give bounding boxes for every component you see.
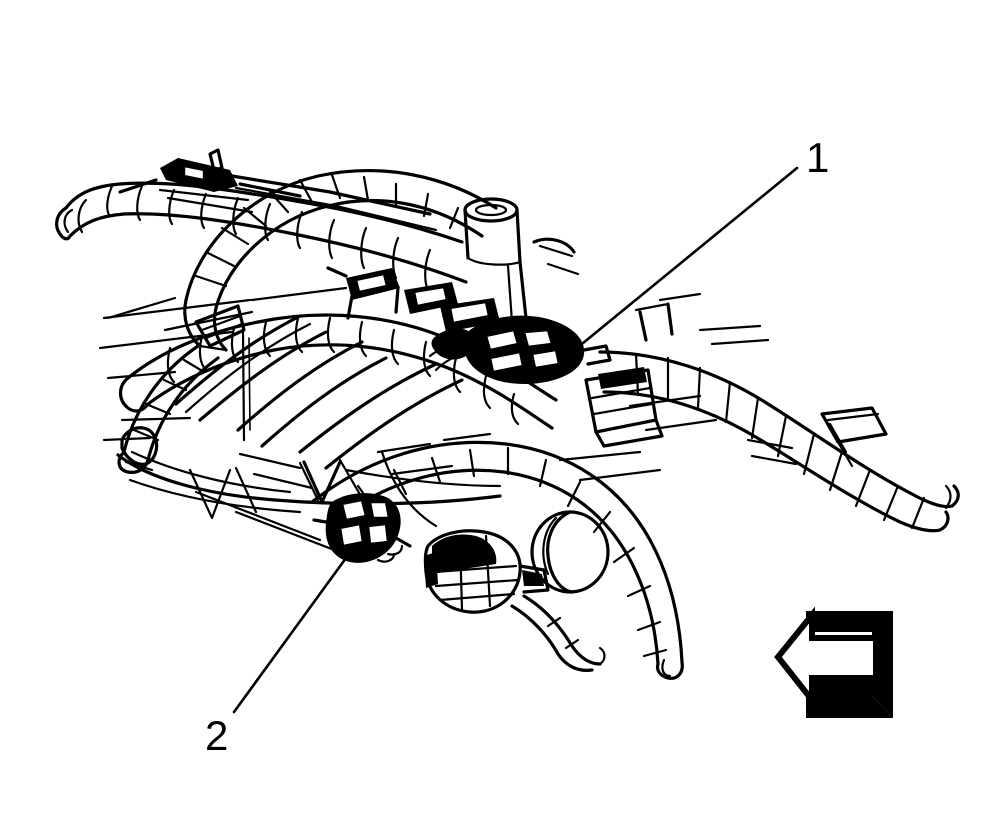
callout-2-label: 2	[205, 712, 228, 759]
mounting-stud	[463, 197, 528, 324]
corrugated-conduit-upper-left	[55, 181, 468, 292]
corrugated-conduit-right	[598, 350, 960, 533]
branch-tubes-left	[117, 344, 220, 474]
connector-lower-left	[312, 493, 412, 563]
callout-1-leader	[564, 166, 799, 359]
direction-arrow	[774, 606, 893, 718]
harness-clamp-group	[326, 266, 500, 332]
callout-2: 2	[205, 556, 348, 759]
misc-detail-lines	[238, 237, 798, 490]
callout-2-leader	[232, 556, 348, 714]
callout-1-label: 1	[806, 134, 829, 181]
connector-upper	[428, 315, 664, 448]
direction-arrow-face	[774, 606, 879, 709]
connector-lower-right	[423, 529, 606, 672]
callout-1: 1	[564, 134, 829, 359]
harness-retainer-bracket	[118, 148, 438, 232]
direction-arrow-shadow-base	[806, 680, 893, 718]
